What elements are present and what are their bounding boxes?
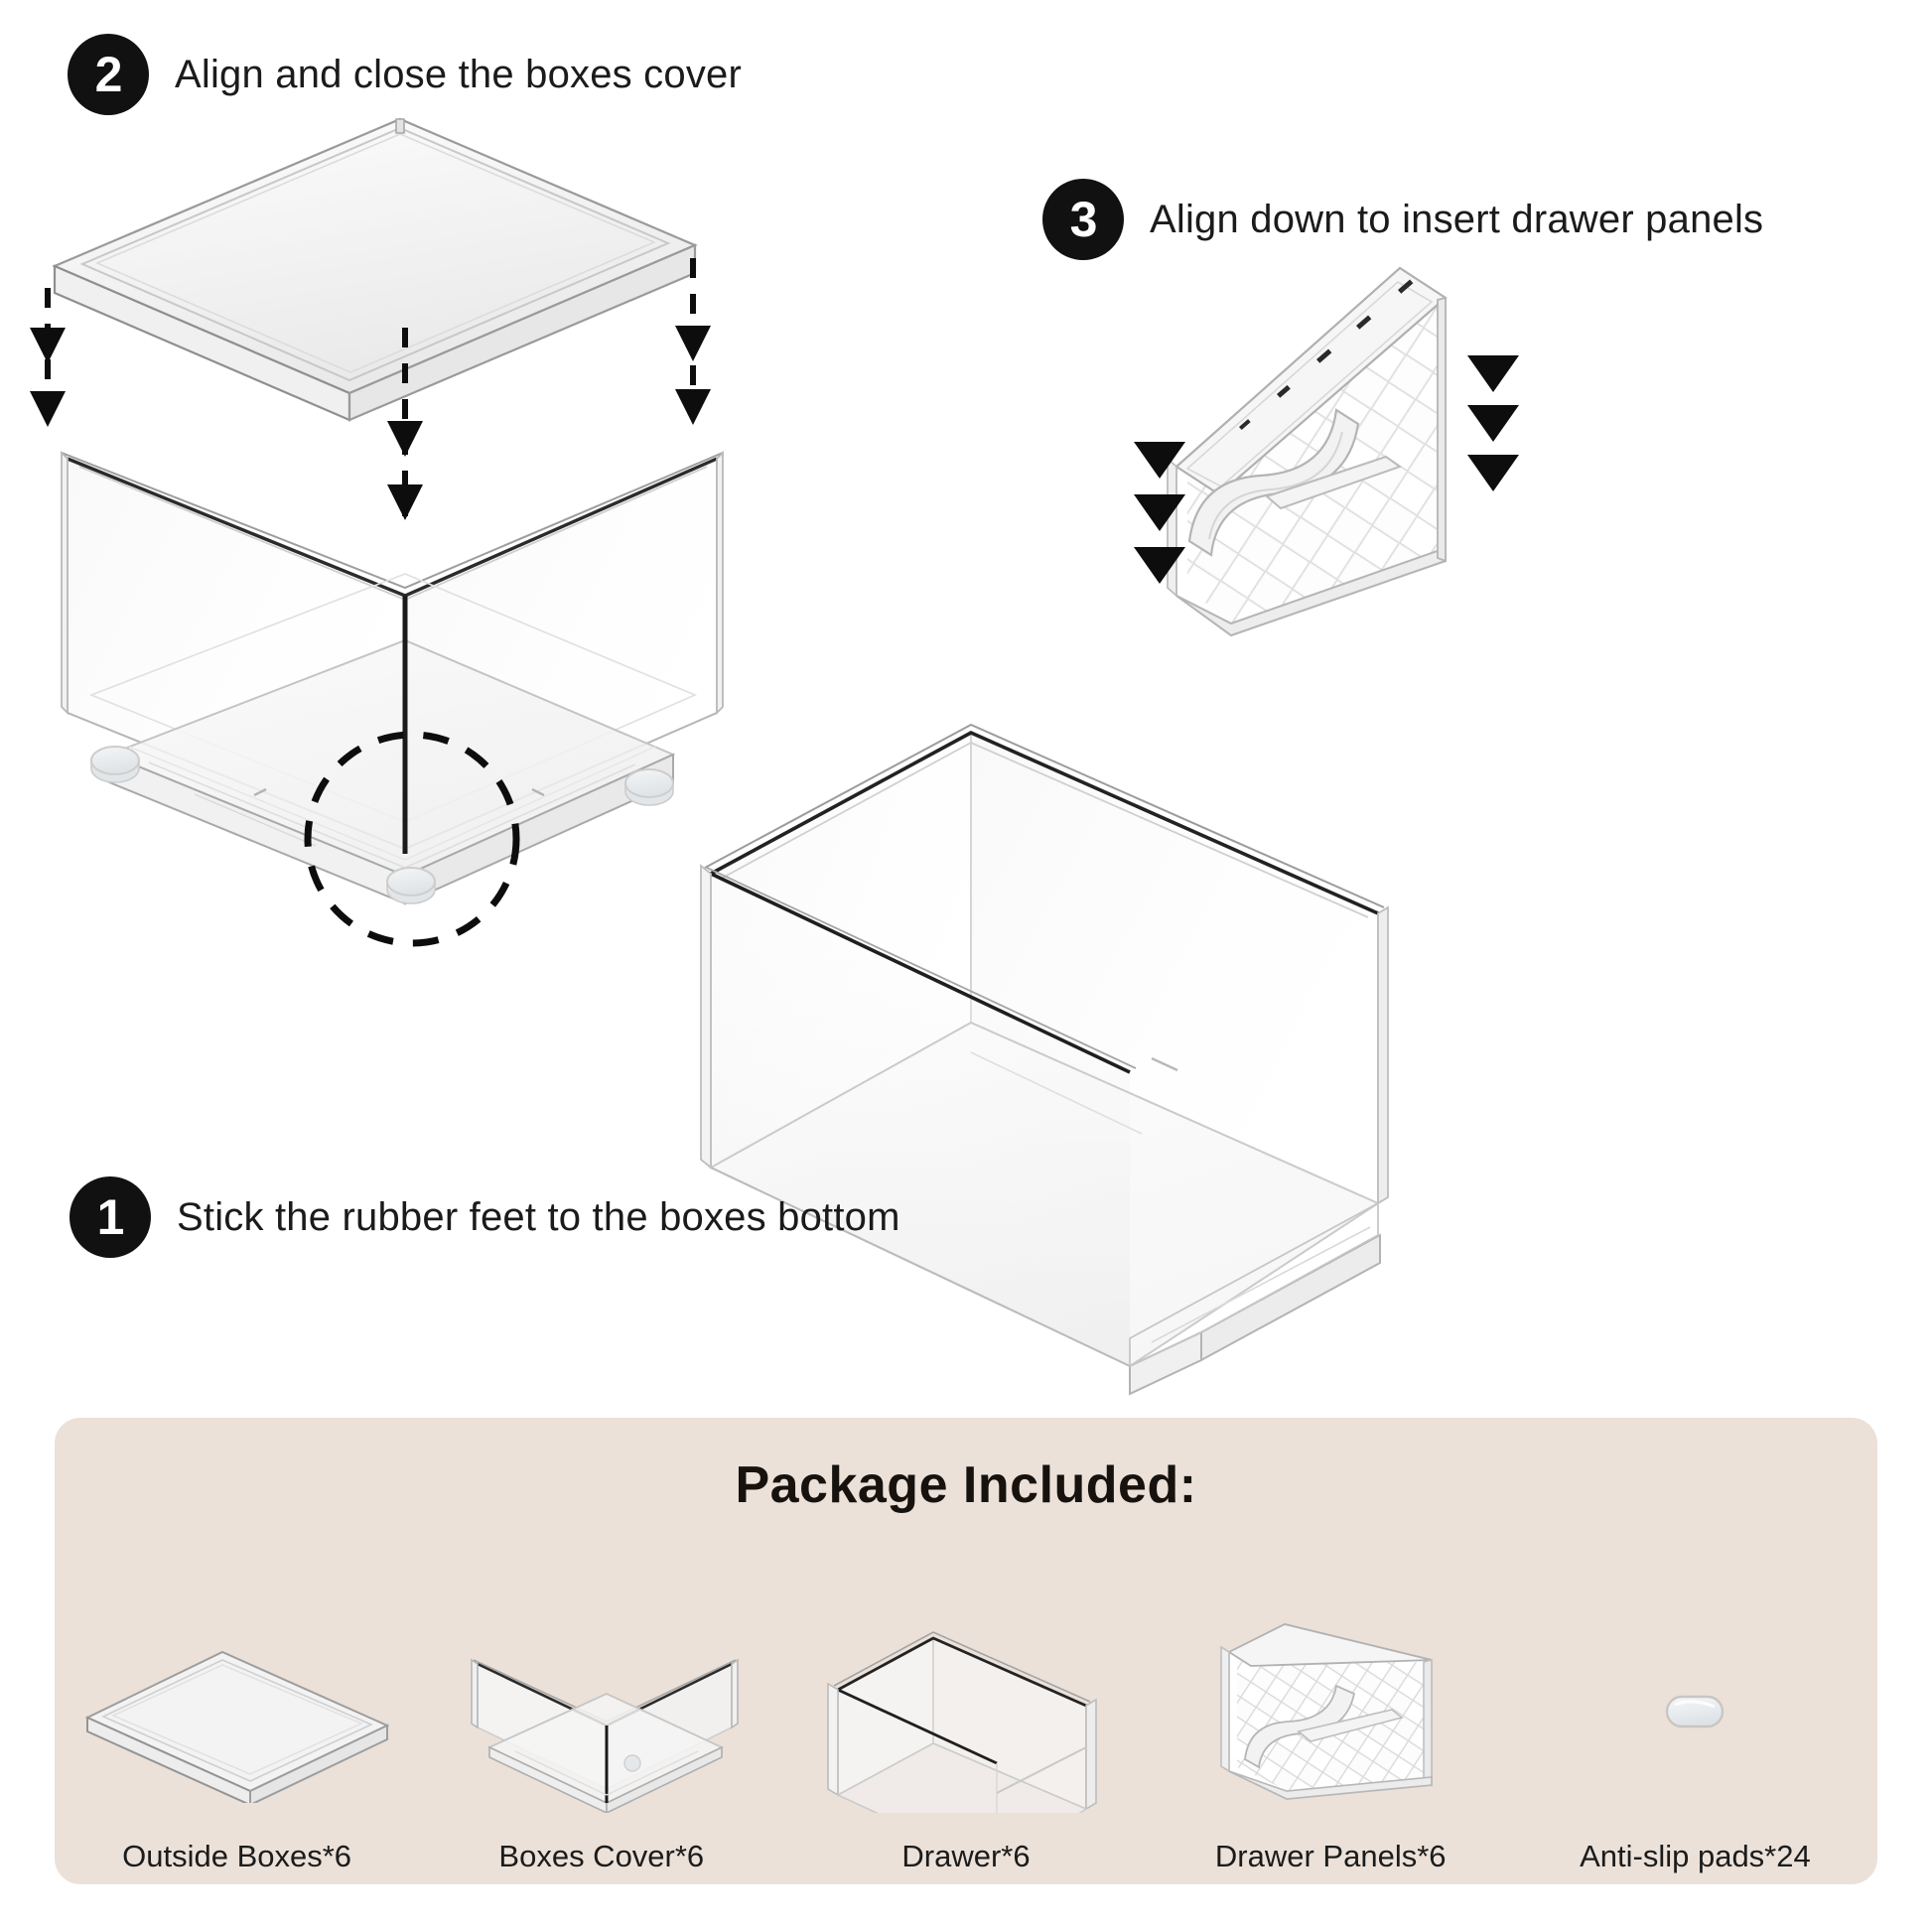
package-item: Drawer Panels*6 [1149,1537,1513,1874]
drawer-icon [783,1585,1148,1833]
drawer-panel-icon [1149,1585,1513,1833]
anti-slip-pad-icon [1513,1585,1877,1833]
callout-circle [304,731,520,947]
step-3-caption: Align down to insert drawer panels [1150,197,1764,241]
package-item: Boxes Cover*6 [419,1537,783,1874]
step-2-caption: Align and close the boxes cover [175,52,742,96]
box-cover-lid-illustration [52,117,698,422]
alignment-arrows-step3 [1134,355,1519,584]
step-1-caption: Stick the rubber feet to the boxes botto… [177,1194,900,1239]
step-1-badge: 1 [69,1176,151,1258]
box-cover-lid-icon [55,1585,419,1833]
step-3: 3 Align down to insert drawer panels [1042,179,1763,260]
package-item-list: Outside Boxes*6 [55,1537,1877,1874]
package-item: Anti-slip pads*24 [1513,1537,1877,1874]
package-item: Outside Boxes*6 [55,1537,419,1874]
alignment-arrows-step2 [30,258,711,520]
outer-box-icon [419,1585,783,1833]
package-item-label: Drawer Panels*6 [1214,1839,1447,1873]
drawer-panel-illustration [1167,266,1448,637]
step-3-badge: 3 [1042,179,1124,260]
package-item-label: Outside Boxes*6 [122,1839,352,1873]
step-2-badge: 2 [68,34,149,115]
package-item: Drawer*6 [783,1537,1148,1874]
package-title: Package Included: [735,1456,1197,1514]
package-item-label: Boxes Cover*6 [498,1839,705,1873]
step-2: 2 Align and close the boxes cover [68,34,742,115]
drawer-illustration [700,723,1389,1396]
package-item-label: Anti-slip pads*24 [1580,1839,1811,1873]
package-included-panel: Package Included: Outside Boxes*6 [55,1418,1877,1884]
package-item-label: Drawer*6 [901,1839,1031,1873]
outside-box-illustration [61,450,724,905]
rubber-feet-illustration [90,746,674,904]
step-1: 1 Stick the rubber feet to the boxes bot… [69,1176,900,1258]
